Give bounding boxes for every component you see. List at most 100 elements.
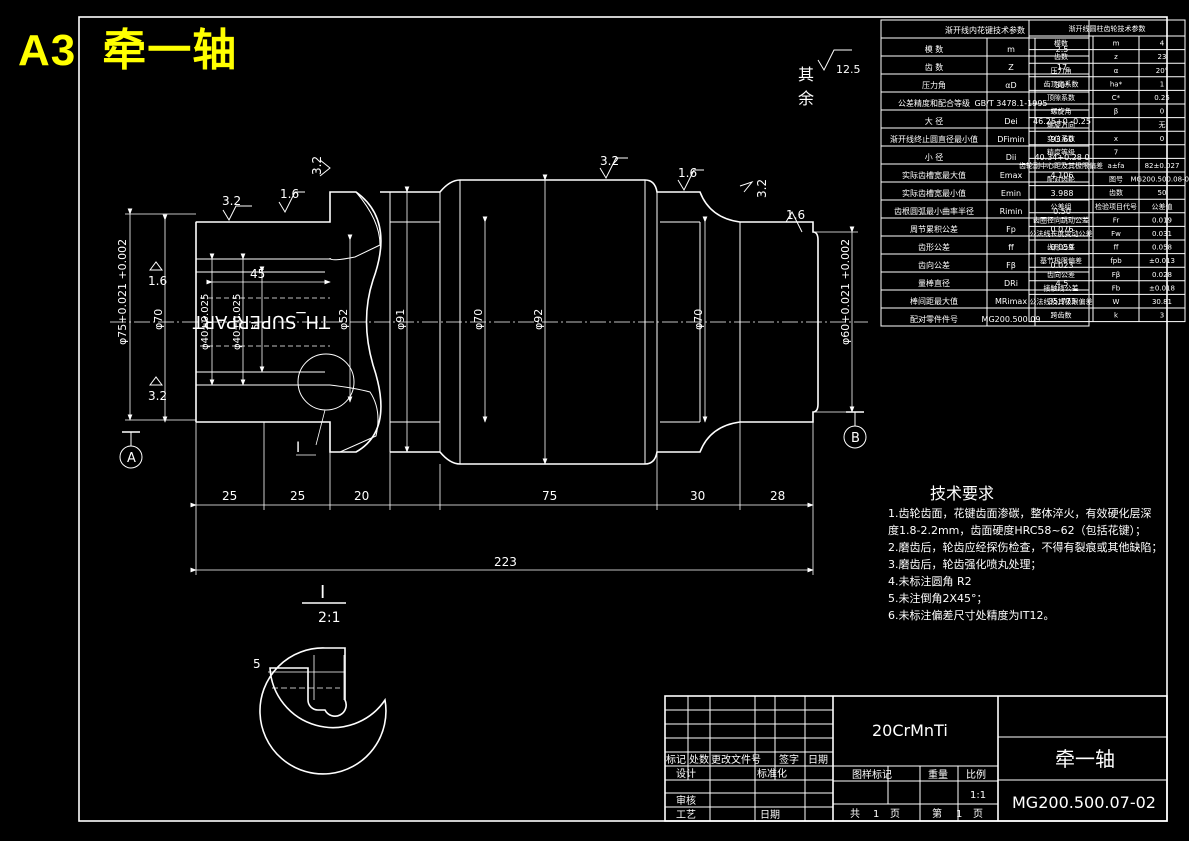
gear-cell: k xyxy=(1114,312,1119,320)
spline-cell: 0.023 xyxy=(1051,261,1074,270)
tb-total-n: 1 xyxy=(873,809,879,820)
spline-cell: Emin xyxy=(1001,189,1021,198)
tb-change-doc: 更改文件号 xyxy=(711,753,761,766)
roughness-label-4: 1.6 xyxy=(678,166,697,180)
spline-cell: 0.059 xyxy=(1051,243,1074,252)
gear-cell: 接触线公差 xyxy=(1044,283,1079,292)
length-5: 30 xyxy=(690,489,705,503)
gear-cell: 公差值 xyxy=(1152,202,1173,211)
spline-cell: Rimin xyxy=(1000,207,1023,216)
gear-cell: Fβ xyxy=(1112,271,1121,279)
gear-cell: Fb xyxy=(1112,284,1121,292)
gear-cell: 压力角 xyxy=(1051,66,1072,75)
gear-cell: 0.019 xyxy=(1152,216,1172,224)
detail-callout-circle xyxy=(297,353,355,411)
gear-cell: 配对齿轮 xyxy=(1047,175,1075,184)
length-2: 25 xyxy=(290,489,305,503)
gear-cell: 0.058 xyxy=(1152,244,1172,252)
spline-cell: 0.50 xyxy=(1053,207,1071,216)
tech-title: 技术要求 xyxy=(930,484,994,503)
detail-section xyxy=(259,647,387,775)
diameter-70-left: φ70 xyxy=(152,309,165,330)
sheet-border xyxy=(78,16,1168,822)
gear-cell: 齿轮副中心距及其极限偏差 xyxy=(1019,161,1103,170)
gear-cell: 0.028 xyxy=(1152,271,1172,279)
tech-item-6: 5.未注倒角2X45°； xyxy=(888,591,988,605)
gear-cell: 图号 xyxy=(1109,176,1123,184)
spline-cell: Emax xyxy=(1000,171,1023,180)
gear-cell: ha* xyxy=(1110,80,1123,88)
gear-cell: 公差组 xyxy=(1051,202,1072,211)
spline-cell: 17 xyxy=(1057,63,1067,72)
spline-cell: 量棒直径 xyxy=(918,278,950,288)
sheet-size: A3 xyxy=(18,26,77,75)
tb-process: 工艺 xyxy=(676,809,696,821)
spline-cell: 齿形公差 xyxy=(918,242,950,252)
tb-review: 审核 xyxy=(676,794,696,807)
gear-cell: 4 xyxy=(1160,40,1165,48)
tech-item-7: 6.未标注偏差尺寸处精度为IT12。 xyxy=(888,608,1054,622)
gear-cell: C* xyxy=(1112,94,1121,102)
gear-cell: 0 xyxy=(1160,108,1164,116)
diameter-92: φ92 xyxy=(532,309,545,330)
tech-item-4: 3.磨齿后，轮齿强化喷丸处理； xyxy=(888,557,1042,571)
spline-title: 渐开线内花键技术参数 xyxy=(945,25,1025,35)
spline-cell: ff xyxy=(1008,243,1014,252)
spline-cell: GB/T 3478.1-1995 xyxy=(974,99,1047,108)
tb-page2: 页 xyxy=(973,808,983,820)
datum-a-label: A xyxy=(127,451,136,466)
tb-material: 20CrMnTi xyxy=(872,721,948,740)
hub-outline xyxy=(195,191,382,453)
inner-length-45: 45 xyxy=(250,267,265,281)
datum-b-label: B xyxy=(851,431,860,446)
gear-cell: x xyxy=(1114,135,1118,143)
gear-cell: 跨齿数 xyxy=(1051,311,1072,320)
roughness-others-note-2: 余 xyxy=(798,89,814,108)
gear-cell: 7 xyxy=(1114,148,1118,156)
gear-cell: 检验项目代号 xyxy=(1095,202,1137,211)
spline-cell: Dii xyxy=(1006,153,1017,162)
spline-cell: 4.5 xyxy=(1056,279,1069,288)
roughness-label-7: 3.2 xyxy=(148,389,167,403)
spline-cell: 渐开线终止圆直径最小值 xyxy=(890,134,978,144)
gear-cell: 齿数 xyxy=(1054,52,1068,61)
spline-cell: 0.076 xyxy=(1051,225,1074,234)
gear-cell: MG200.500.08-01 xyxy=(1131,176,1189,184)
spline-cell: 实际齿槽宽最大值 xyxy=(902,170,966,180)
spline-cell: Dei xyxy=(1004,117,1017,126)
tb-scale: 比例 xyxy=(966,768,986,781)
tech-item-3: 2.磨齿后，轮齿应经探伤检查，不得有裂痕或其他缺陷； xyxy=(888,540,1163,554)
spline-cell: DFimin xyxy=(997,135,1025,144)
roughness-label-5: 1.6 xyxy=(786,208,805,222)
spline-cell: 棒间距最大值 xyxy=(910,296,958,306)
detail-scale: 2:1 xyxy=(318,610,341,626)
tb-standard: 标准化 xyxy=(757,767,787,780)
tb-scale-value: 1:1 xyxy=(970,790,986,801)
datum-b-symbol xyxy=(843,411,867,449)
datum-a-symbol xyxy=(119,431,143,469)
gear-cell: 顶隙系数 xyxy=(1047,93,1075,102)
length-4: 75 xyxy=(542,489,557,503)
gear-cell: 20° xyxy=(1156,67,1168,75)
spline-cell: 4.106 xyxy=(1051,171,1074,180)
detail-callout-label: I xyxy=(296,440,300,456)
tb-page: 页 xyxy=(890,808,900,820)
gear-cell: 基节极限偏差 xyxy=(1040,256,1082,265)
spline-cell: 模 数 xyxy=(925,44,944,54)
gear-cell: 齿圈径向跳动公差 xyxy=(1033,215,1089,224)
diameter-75: φ75+0.021 +0.002 xyxy=(116,239,129,345)
gear-cell: z xyxy=(1114,53,1118,61)
title-block: 标记 处数 更改文件号 签字 日期 设计 标准化 审核 工艺 日期 20CrMn… xyxy=(664,695,1168,822)
tb-mark: 标记 xyxy=(666,754,686,766)
gear-cell: fpb xyxy=(1110,257,1122,265)
gear-cell: 23 xyxy=(1158,53,1167,61)
tb-count: 处数 xyxy=(689,753,709,766)
length-1: 25 xyxy=(222,489,237,503)
gear-cell: 0.25 xyxy=(1154,94,1170,102)
spline-cell: 齿根圆弧最小曲率半径 xyxy=(894,206,974,216)
spline-cell: 公差精度和配合等级 xyxy=(898,98,970,108)
diameter-5-label: 5 xyxy=(251,324,262,330)
spline-cell: DRi xyxy=(1004,279,1018,288)
